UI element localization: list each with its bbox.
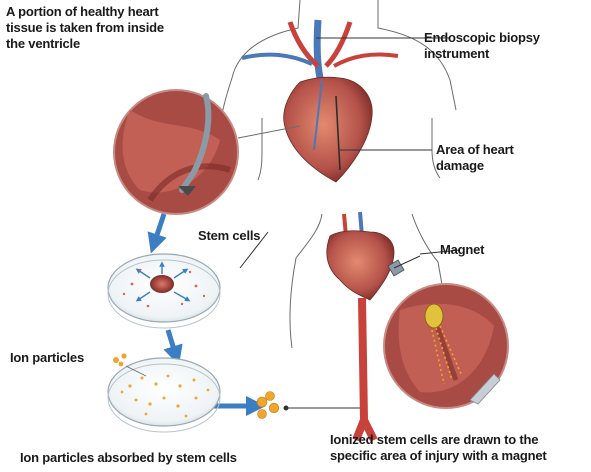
- damage-label: Area of heart damage: [436, 142, 514, 174]
- heart-bottom: [327, 212, 394, 440]
- ionized-label: Ionized stem cells are drawn to the spec…: [330, 432, 547, 464]
- ionized-stem-cells: [257, 392, 279, 419]
- ion-particles-label: Ion particles: [10, 350, 84, 366]
- instrument-label: Endoscopic biopsy instrument: [424, 30, 540, 62]
- injury-zoom-circle: [384, 284, 508, 408]
- biopsy-label: A portion of healthy heart tissue is tak…: [6, 4, 164, 52]
- magnet-label: Magnet: [440, 242, 484, 258]
- biopsy-zoom-circle: [114, 90, 300, 214]
- arrow-dish-to-ion-dish: [168, 330, 176, 356]
- ion-particle-dish: [108, 358, 220, 432]
- stem-cell-dish: [108, 254, 220, 328]
- absorbed-label: Ion particles absorbed by stem cells: [20, 450, 237, 466]
- heart-top: [242, 20, 398, 182]
- arrow-biopsy-to-dish: [154, 214, 164, 244]
- stem-cells-label: Stem cells: [198, 228, 260, 244]
- injection-line: [284, 360, 362, 410]
